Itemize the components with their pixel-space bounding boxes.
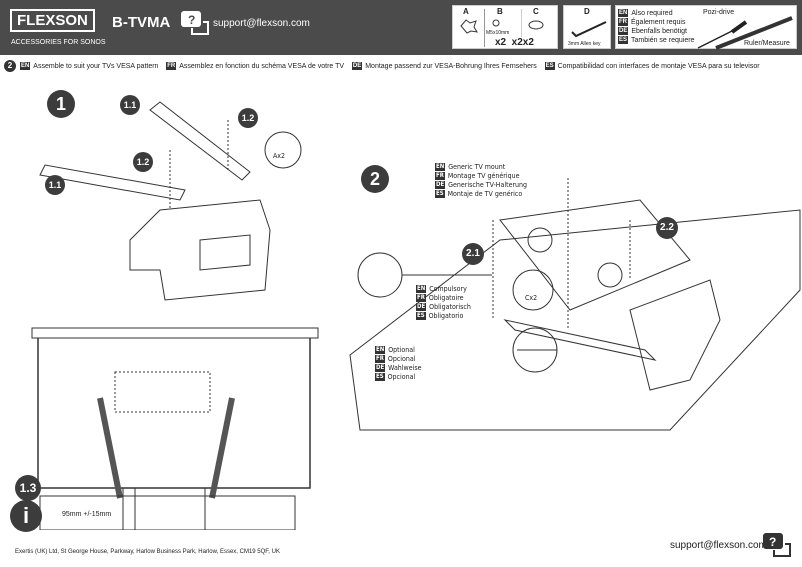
screwdriver-label: Pozi-drive: [703, 9, 735, 16]
header-bar: FLEXSON ACCESSORIES FOR SONOS B-TVMA ? s…: [0, 0, 802, 55]
step-1-3-badge: 1.3: [15, 475, 41, 501]
step-2-1-badge: 2.1: [462, 243, 484, 265]
screw-icon: [492, 19, 500, 27]
ruler-label: Ruler/Measure: [744, 40, 790, 47]
also-required-en: Also required: [631, 10, 673, 17]
support-email[interactable]: support@flexson.com: [213, 18, 310, 29]
washer-icon: [528, 20, 544, 30]
optional-en: Optional: [388, 346, 415, 354]
part-a-qty-label: Ax2: [273, 152, 286, 160]
model-name: B-TVMA: [112, 14, 171, 31]
soundbar-gap-measure: 95mm +/-15mm: [62, 511, 112, 518]
bracket-plate-icon: [460, 19, 478, 34]
lang-badge: DE: [351, 62, 363, 70]
lang-badge: ES: [416, 312, 426, 320]
part-c-qty-label: Cx2: [525, 294, 538, 302]
part-b-label: M5x10mm: [486, 30, 510, 36]
also-required-es: También se requiere: [631, 37, 695, 44]
lang-badge: DE: [416, 303, 427, 311]
generic-fr: Montage TV générique: [447, 172, 520, 180]
lang-badge: ES: [435, 190, 445, 198]
step-text-fr: Assemblez en fonction du schéma VESA de …: [179, 62, 345, 70]
lang-badge: EN: [375, 346, 386, 354]
lang-badge: EN: [435, 163, 446, 171]
step-text-en: Assemble to suit your TVs VESA pattern: [33, 62, 159, 70]
brand-logo: FLEXSON: [10, 9, 95, 32]
question-chat-icon: ?: [181, 11, 209, 35]
lang-badge: DE: [375, 364, 386, 372]
info-icon: i: [10, 500, 42, 532]
lang-badge: EN: [19, 62, 31, 70]
lang-badge: ES: [375, 373, 385, 381]
step-1-2-badge-left: 1.2: [133, 152, 153, 172]
step-2-2-badge: 2.2: [656, 217, 678, 239]
also-required-de: Ebenfalls benötigt: [631, 28, 687, 35]
lang-badge: ES: [618, 36, 629, 45]
part-b-letter: B: [497, 7, 503, 16]
part-c-letter: C: [533, 7, 539, 16]
also-required-fr: Également requis: [631, 19, 686, 26]
generic-en: Generic TV mount: [448, 163, 506, 171]
generic-es: Montaje de TV genérico: [447, 190, 523, 198]
screwdriver-ruler-icon: [697, 16, 793, 50]
compulsory-fr: Obligatoire: [428, 294, 464, 302]
lang-badge: DE: [618, 27, 629, 36]
optional-fr: Opcional: [387, 355, 416, 363]
tv-mount-assembly-drawing: [349, 178, 801, 431]
lang-badge: EN: [618, 9, 629, 18]
step-1-2-badge-right: 1.2: [238, 108, 258, 128]
step-text-es: Compatibilidad con interfaces de montaje…: [557, 62, 760, 70]
step-number: 2: [4, 60, 16, 72]
compulsory-de: Obligatorisch: [429, 303, 471, 311]
allen-key-icon: [571, 21, 607, 38]
lang-badge: EN: [416, 285, 427, 293]
lang-badge: FR: [435, 172, 445, 180]
step-1-1-badge-left: 1.1: [45, 175, 65, 195]
question-chat-icon: ?: [763, 533, 791, 557]
lang-badge: FR: [618, 18, 628, 27]
part-a-letter: A: [463, 7, 469, 16]
lang-badge: FR: [375, 355, 385, 363]
optional-de: Wahlweise: [388, 364, 422, 372]
svg-text:?: ?: [769, 535, 776, 549]
compulsory-en: Compulsory: [429, 285, 467, 293]
brand-tagline: ACCESSORIES FOR SONOS: [11, 39, 106, 46]
tool-d-label: 3mm Allen key: [568, 41, 601, 47]
generic-de: Generische TV-Halterung: [448, 181, 528, 189]
step-1-1-badge-top: 1.1: [120, 95, 140, 115]
step-1-badge: 1: [47, 90, 75, 118]
compulsory-es: Obligatorio: [428, 312, 464, 320]
svg-text:?: ?: [188, 13, 195, 27]
lang-badge: FR: [166, 62, 177, 70]
lang-badge: ES: [544, 62, 555, 70]
company-address: Exertis (UK) Ltd, St George House, Parkw…: [15, 549, 280, 555]
tv-soundbar-drawing: [31, 327, 319, 530]
bracket-assembly-drawing: [39, 101, 302, 301]
footer-support-email[interactable]: support@flexson.com: [670, 540, 767, 551]
lang-badge: FR: [416, 294, 426, 302]
parts-qty: x2 x2x2: [495, 37, 534, 48]
step-text-de: Montage passend zur VESA-Bohrung Ihres F…: [365, 62, 537, 70]
optional-es: Opcional: [387, 373, 416, 381]
lang-badge: DE: [435, 181, 446, 189]
parts-box: A B C M5x10mm x2 x2x2: [452, 5, 558, 49]
tool-d-box: D 3mm Allen key: [563, 5, 611, 49]
step-2-badge: 2: [361, 165, 389, 193]
tool-d-letter: D: [584, 7, 590, 16]
